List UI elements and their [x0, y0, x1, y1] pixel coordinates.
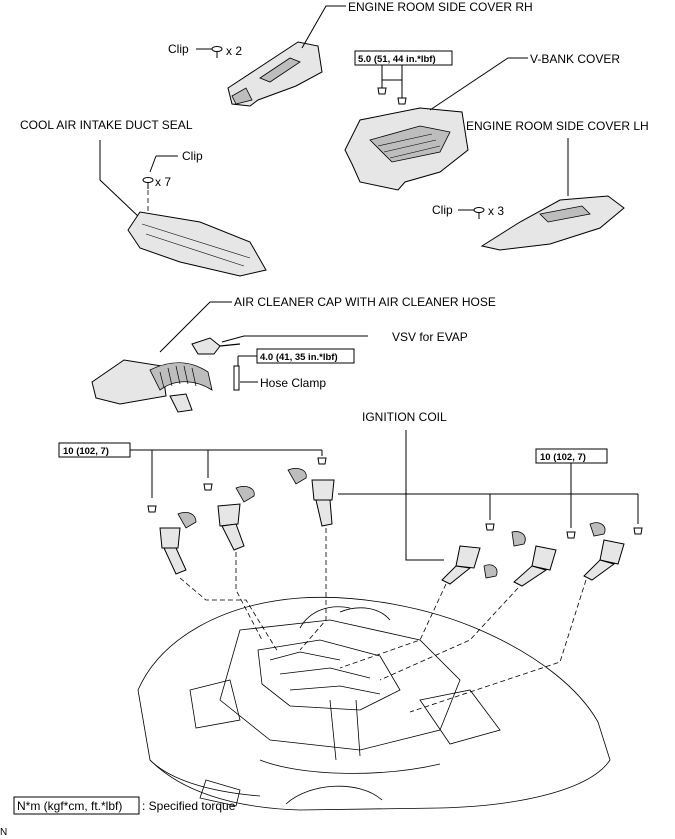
clip-rh: Clip x 2 [168, 42, 242, 58]
torque-box-coil-left: 10 (102, 7) [58, 442, 323, 498]
engine-room-side-cover-lh [480, 195, 625, 251]
torque-hose-clamp: 4.0 (41, 35 in.*lbf) [260, 352, 338, 363]
torque-box-hose-clamp: 4.0 (41, 35 in.*lbf) [237, 348, 355, 366]
label-clip-rh: Clip [168, 42, 189, 56]
label-ignition-coil: IGNITION COIL [362, 410, 447, 424]
cool-air-intake-duct-seal [127, 211, 267, 277]
v-bank-cover [344, 107, 469, 191]
location-dashed-lines [179, 528, 587, 713]
hose-clamp [233, 365, 240, 391]
legend-text: : Specified torque [142, 799, 236, 813]
label-engine-room-side-cover-rh: ENGINE ROOM SIDE COVER RH [348, 0, 533, 14]
torque-box-coil-right: 10 (102, 7) [489, 448, 639, 528]
torque-v-bank: 5.0 (51, 44 in.*lbf) [358, 54, 436, 65]
label-clip-lh: Clip [432, 203, 453, 217]
ignition-coil-left-2 [217, 486, 255, 551]
ignition-coil-leaders [338, 430, 490, 561]
corner-mark: N [0, 827, 7, 838]
leader-vsv [221, 335, 368, 343]
vsv-for-evap [191, 337, 241, 355]
torque-box-v-bank: 5.0 (51, 44 in.*lbf) [354, 50, 453, 81]
label-clip-seal: Clip [182, 149, 203, 163]
ignition-coil-right-3 [583, 522, 625, 581]
torque-coil-right: 10 (102, 7) [540, 452, 586, 463]
label-cool-air-intake-duct-seal: COOL AIR INTAKE DUCT SEAL [20, 118, 193, 132]
air-cleaner-cap-with-hose [91, 359, 213, 413]
label-hose-clamp: Hose Clamp [260, 376, 326, 390]
leader-rh-cover [301, 5, 346, 49]
torque-coil-left: 10 (102, 7) [63, 446, 109, 457]
bolt-icon [377, 80, 407, 105]
count-rh: x 2 [226, 44, 242, 58]
ignition-coil-left-3 [287, 468, 335, 527]
count-lh: x 3 [488, 204, 504, 218]
label-engine-room-side-cover-lh: ENGINE ROOM SIDE COVER LH [466, 119, 649, 133]
clip-icon [142, 177, 154, 189]
vehicle-engine-bay [137, 596, 611, 811]
label-vsv-for-evap: VSV for EVAP [392, 330, 468, 344]
leader-duct-seal [99, 140, 141, 219]
label-v-bank-cover: V-BANK COVER [530, 52, 620, 66]
ignition-coil-right-1 [441, 531, 526, 585]
count-seal: x 7 [155, 175, 171, 189]
clip-seal: Clip x 7 [142, 149, 203, 215]
clip-icon [473, 207, 485, 219]
legend-unit-box: N*m (kgf*cm, ft.*lbf) [17, 799, 122, 813]
clip-lh: Clip x 3 [432, 203, 504, 219]
legend: N*m (kgf*cm, ft.*lbf) : Specified torque [13, 796, 236, 815]
label-air-cleaner-cap: AIR CLEANER CAP WITH AIR CLEANER HOSE [234, 295, 496, 309]
leader-v-bank [429, 57, 528, 111]
leader-air-cleaner [159, 301, 232, 353]
ignition-coil-right-2 [513, 545, 557, 587]
clip-icon [211, 46, 223, 58]
bolt-icon [147, 457, 643, 539]
ignition-coil-left-1 [159, 512, 197, 575]
engine-room-side-cover-rh [227, 41, 323, 107]
